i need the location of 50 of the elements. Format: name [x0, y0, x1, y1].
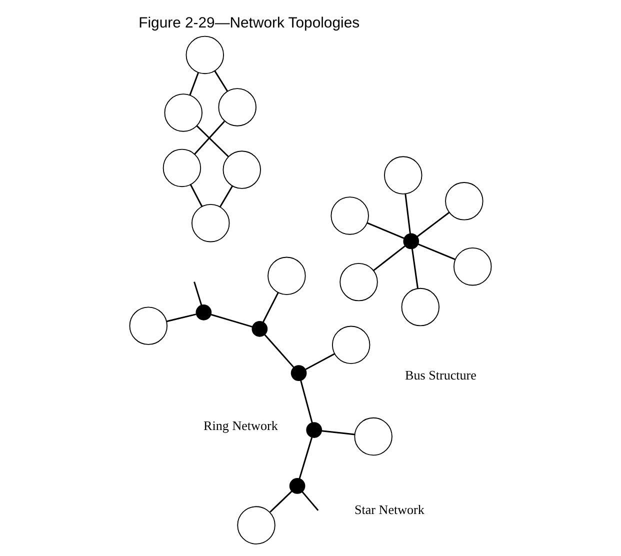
node-circle — [186, 36, 224, 74]
node-circle — [384, 156, 422, 194]
connector — [416, 212, 450, 238]
node-dot — [196, 304, 212, 320]
node-circle — [237, 506, 276, 544]
node-circle — [354, 417, 392, 456]
connector — [418, 243, 456, 260]
connector — [300, 380, 313, 423]
node-dot — [289, 478, 306, 494]
node-circle — [164, 94, 202, 132]
node-circle — [162, 148, 202, 188]
connector — [210, 314, 253, 328]
connector — [190, 184, 203, 207]
node-circle — [222, 150, 261, 189]
label: Star Network — [354, 502, 424, 517]
node-circle — [454, 247, 492, 286]
connector — [411, 248, 418, 288]
connector — [194, 282, 202, 306]
connector — [270, 490, 292, 513]
node-circle — [401, 288, 440, 326]
connector — [298, 437, 313, 479]
connector — [366, 222, 404, 239]
connector — [166, 314, 196, 322]
connector — [219, 186, 233, 208]
connector — [196, 125, 229, 158]
label: Bus Structure — [405, 368, 476, 383]
connector — [262, 292, 279, 322]
node-circle — [129, 306, 168, 345]
connector — [373, 245, 406, 272]
label: Ring Network — [204, 418, 278, 433]
node-circle — [445, 182, 484, 220]
connector — [264, 334, 294, 368]
node-dot — [290, 365, 307, 382]
connector — [194, 120, 225, 155]
connector — [322, 430, 355, 436]
node-dot — [403, 233, 420, 250]
connector — [214, 70, 228, 92]
node-circle — [330, 196, 369, 235]
node-dot — [306, 422, 322, 438]
node-circle — [340, 262, 378, 302]
node-circle — [218, 88, 256, 126]
node-circle — [192, 204, 230, 242]
node-dot — [252, 321, 268, 337]
node-circle — [332, 326, 370, 364]
connector — [189, 72, 200, 96]
node-circle — [268, 256, 306, 296]
diagram-title: Figure 2-29—Network Topologies — [138, 14, 360, 32]
connector — [302, 491, 319, 511]
connector — [404, 194, 411, 234]
connector — [305, 353, 335, 370]
